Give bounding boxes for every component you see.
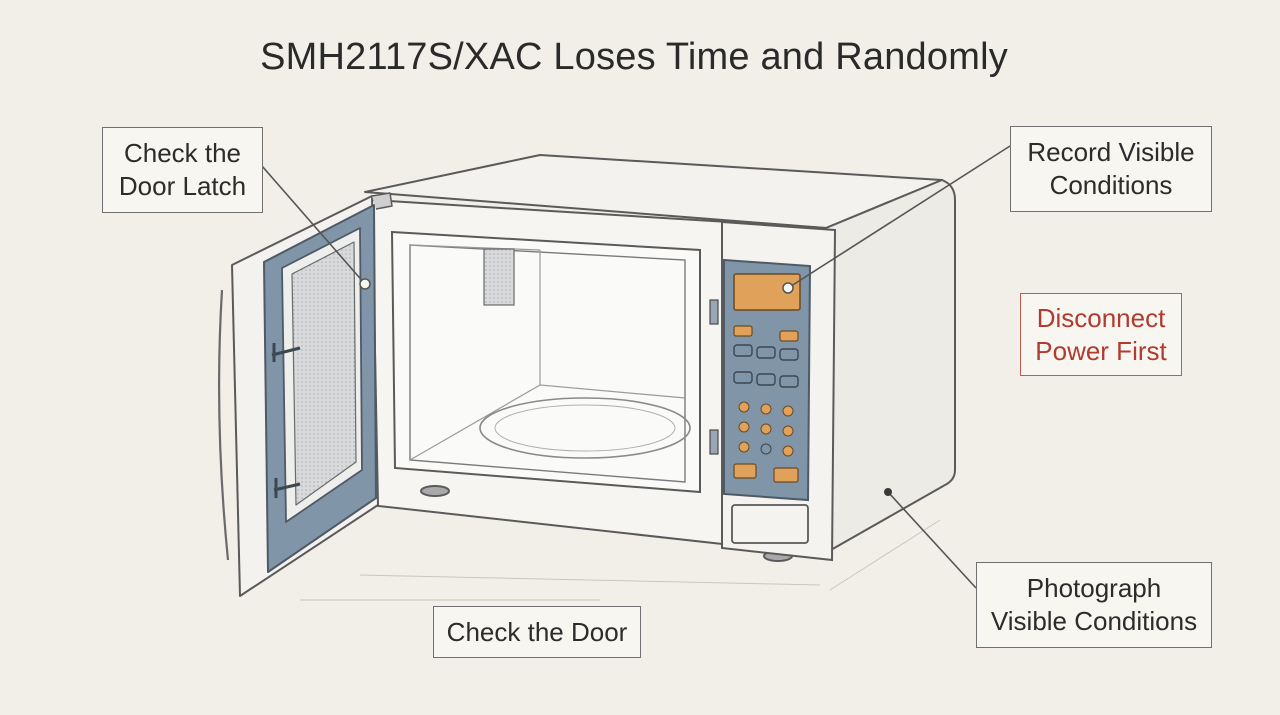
callout-record-conditions: Record Visible Conditions bbox=[1010, 126, 1212, 212]
oven-cavity bbox=[390, 230, 701, 494]
leader-record-conditions bbox=[787, 145, 1011, 289]
leader-photograph bbox=[887, 491, 977, 589]
diagram-title: SMH2117S/XAC Loses Time and Randomly bbox=[260, 36, 1008, 78]
control-panel bbox=[721, 220, 837, 562]
door-latch-slots bbox=[709, 299, 719, 455]
leader-lines bbox=[261, 145, 1011, 589]
leader-door-latch bbox=[261, 165, 366, 285]
door-hooks bbox=[271, 343, 301, 498]
latch-marker bbox=[359, 278, 371, 290]
callout-door-latch: Check the Door Latch bbox=[102, 127, 263, 213]
microwave-door bbox=[217, 192, 393, 597]
callout-record-conditions-text: Record Visible Conditions bbox=[1027, 137, 1195, 200]
turntable bbox=[479, 397, 691, 459]
display-marker bbox=[782, 282, 794, 294]
callout-photograph-conditions: Photograph Visible Conditions bbox=[976, 562, 1212, 648]
callout-disconnect-power: Disconnect Power First bbox=[1020, 293, 1182, 376]
body-marker bbox=[884, 488, 892, 496]
waveguide-cover bbox=[483, 248, 515, 306]
display-window bbox=[733, 273, 801, 311]
floor-shadow bbox=[300, 519, 941, 601]
callout-photograph-conditions-text: Photograph Visible Conditions bbox=[990, 573, 1198, 636]
callout-disconnect-power-text: Disconnect Power First bbox=[1035, 302, 1167, 366]
callout-door-latch-text: Check the Door Latch bbox=[118, 138, 247, 201]
callout-check-door-text: Check the Door bbox=[446, 616, 628, 647]
door-release-button bbox=[731, 504, 809, 544]
callout-check-door: Check the Door bbox=[433, 606, 641, 658]
